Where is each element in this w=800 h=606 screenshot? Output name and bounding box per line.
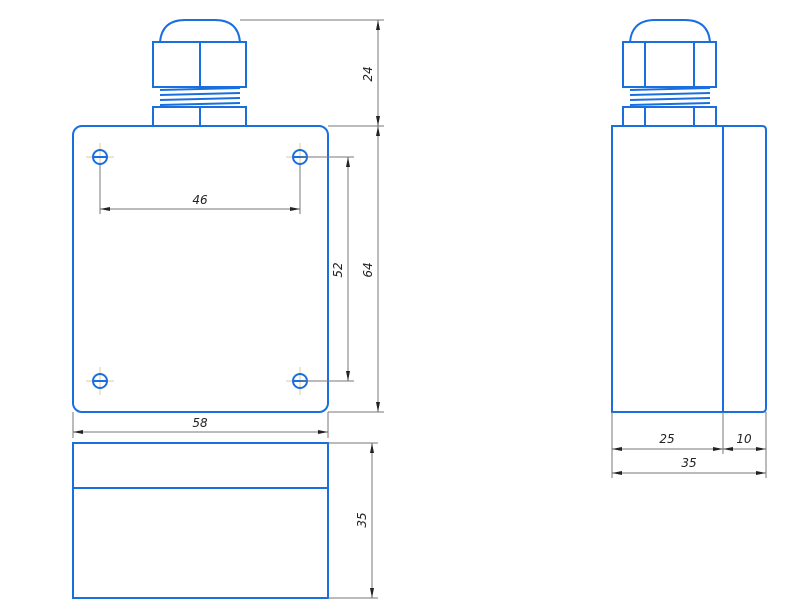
dim-depth-bottom: 35: [355, 512, 369, 527]
cable-gland-side: [622, 19, 717, 127]
dimension-lines: [72, 19, 384, 438]
mounting-screws: [86, 143, 314, 395]
front-view: 24 64 52 46 58: [72, 19, 384, 438]
dim-gland-height: 24: [361, 66, 375, 81]
cable-gland: [152, 19, 247, 127]
dim-body-width: 58: [192, 416, 208, 430]
dim-side-lid: 10: [736, 432, 752, 446]
dim-side-total: 35: [681, 456, 696, 470]
dim-hole-spacing-vertical: 52: [331, 262, 345, 277]
dim-side-main: 25: [659, 432, 674, 446]
screw: [86, 367, 114, 395]
dim-hole-spacing-horizontal: 46: [192, 193, 208, 207]
enclosure-side: [611, 125, 767, 413]
bottom-view: 35: [72, 442, 378, 599]
enclosure-body: [72, 125, 329, 413]
dim-body-height: 64: [361, 262, 375, 277]
side-view: 25 10 35: [611, 19, 767, 478]
enclosure-bottom: [72, 442, 329, 599]
